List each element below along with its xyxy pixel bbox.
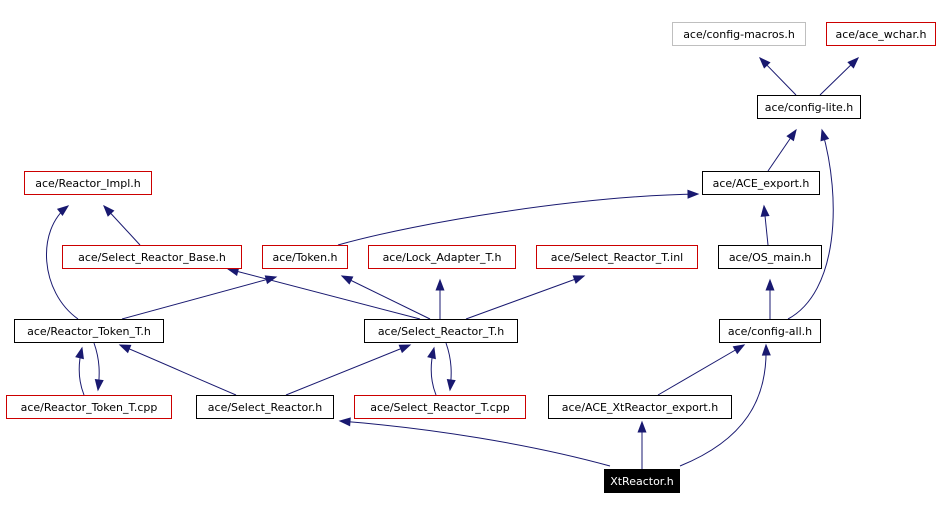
node-select-reactor-base-h[interactable]: ace/Select_Reactor_Base.h bbox=[62, 245, 242, 269]
edge-line bbox=[657, 344, 745, 396]
edge-select_reactor_t-to-select_reactor_base bbox=[226, 267, 421, 320]
node-label: ace/config-all.h bbox=[727, 324, 813, 338]
edge-arrowhead bbox=[75, 346, 84, 360]
node-select-reactor-t-cpp[interactable]: ace/Select_Reactor_T.cpp bbox=[354, 395, 526, 419]
edge-arrowhead bbox=[759, 56, 771, 69]
edge-arrowhead bbox=[56, 205, 70, 217]
edge-select_reactor_t-to-lock_adapter bbox=[435, 278, 445, 319]
edge-line bbox=[285, 344, 411, 396]
edge-config_all-to-os_main bbox=[765, 278, 775, 319]
edge-xtreactor-to-config_all bbox=[679, 343, 771, 467]
edge-reactor_token_t_cpp-to-reactor_token_t bbox=[75, 346, 85, 396]
edge-arrowhead bbox=[786, 128, 797, 142]
edge-config_all-to-config_lite bbox=[787, 128, 834, 320]
edge-xtreactor_export-to-config_all bbox=[657, 344, 746, 396]
node-label: ace/config-lite.h bbox=[764, 100, 854, 114]
edge-ace_export-to-config_lite bbox=[767, 128, 797, 172]
edge-arrowhead bbox=[847, 57, 860, 69]
edge-reactor_token_t-to-reactor_token_t_cpp bbox=[93, 342, 104, 392]
node-ace-export-h[interactable]: ace/ACE_export.h bbox=[702, 171, 820, 195]
node-select-reactor-t-inl[interactable]: ace/Select_Reactor_T.inl bbox=[536, 245, 698, 269]
edge-arrowhead bbox=[572, 275, 586, 284]
node-xtreactor-h: XtReactor.h bbox=[604, 469, 680, 493]
node-config-lite-h[interactable]: ace/config-lite.h bbox=[757, 95, 861, 119]
node-label: ace/Select_Reactor_T.inl bbox=[550, 250, 684, 264]
edge-arrowhead bbox=[103, 204, 115, 217]
edge-arrowhead bbox=[765, 278, 775, 291]
edge-arrowhead bbox=[761, 343, 771, 356]
edge-arrowhead bbox=[760, 204, 770, 217]
edge-arrowhead bbox=[427, 346, 436, 360]
node-label: XtReactor.h bbox=[610, 474, 674, 488]
edge-os_main-to-ace_export bbox=[760, 204, 770, 246]
node-label: ace/OS_main.h bbox=[728, 250, 812, 264]
node-label: ace/Select_Reactor_Base.h bbox=[78, 250, 226, 264]
edge-reactor_token_t-to-token bbox=[121, 275, 278, 320]
node-token-h[interactable]: ace/Token.h bbox=[262, 245, 348, 269]
node-config-all-h[interactable]: ace/config-all.h bbox=[719, 319, 821, 343]
edge-xtreactor-to-xtreactor_export bbox=[637, 420, 647, 469]
edge-line bbox=[341, 275, 431, 320]
edge-select_reactor_t_cpp-to-select_reactor_t bbox=[427, 346, 437, 396]
edge-line bbox=[465, 275, 585, 320]
edge-arrowhead bbox=[446, 379, 456, 392]
edge-line bbox=[679, 344, 767, 467]
edge-config_lite-to-ace_wchar bbox=[819, 57, 860, 96]
edge-select_reactor_t-to-select_reactor_t_inl bbox=[465, 275, 586, 320]
edge-select_reactor_base-to-reactor_impl bbox=[103, 204, 141, 246]
node-label: ace/ACE_XtReactor_export.h bbox=[561, 400, 719, 414]
edge-arrowhead bbox=[820, 128, 830, 142]
edge-line bbox=[339, 420, 611, 467]
edge-arrowhead bbox=[637, 420, 647, 433]
node-label: ace/ace_wchar.h bbox=[835, 27, 927, 41]
edge-line bbox=[46, 205, 79, 320]
node-select-reactor-h[interactable]: ace/Select_Reactor.h bbox=[196, 395, 334, 419]
edge-arrowhead bbox=[338, 417, 351, 427]
edge-arrowhead bbox=[398, 344, 412, 354]
node-label: ace/Select_Reactor_T.h bbox=[377, 324, 505, 338]
node-label: ace/Select_Reactor.h bbox=[207, 400, 323, 414]
edge-select_reactor_t-to-select_reactor_t_cpp bbox=[445, 342, 456, 392]
edge-xtreactor-to-select_reactor bbox=[338, 417, 611, 467]
edge-reactor_token_t-to-reactor_impl bbox=[46, 205, 79, 320]
edge-select_reactor-to-select_reactor_t bbox=[285, 344, 412, 396]
edge-arrowhead bbox=[732, 344, 746, 355]
edge-line bbox=[227, 268, 421, 320]
node-reactor-impl-h[interactable]: ace/Reactor_Impl.h bbox=[24, 171, 152, 195]
node-label: ace/ACE_export.h bbox=[712, 176, 810, 190]
node-config-macros-h[interactable]: ace/config-macros.h bbox=[672, 22, 806, 46]
edge-arrowhead bbox=[687, 189, 700, 199]
edge-token-to-ace_export bbox=[337, 189, 700, 246]
edge-line bbox=[787, 129, 834, 320]
node-label: ace/Reactor_Impl.h bbox=[35, 176, 141, 190]
edge-select_reactor_t-to-token bbox=[340, 275, 431, 320]
node-label: ace/config-macros.h bbox=[683, 27, 795, 41]
edge-line bbox=[337, 193, 699, 246]
node-label: ace/Reactor_Token_T.cpp bbox=[20, 400, 158, 414]
edge-arrowhead bbox=[435, 278, 445, 291]
edge-arrowhead bbox=[118, 344, 132, 354]
node-label: ace/Token.h bbox=[272, 250, 338, 264]
node-label: ace/Select_Reactor_T.cpp bbox=[370, 400, 510, 414]
edge-arrowhead bbox=[340, 275, 354, 285]
edge-select_reactor-to-reactor_token_t bbox=[118, 344, 237, 396]
node-ace-xtreactor-export-h[interactable]: ace/ACE_XtReactor_export.h bbox=[548, 395, 732, 419]
edge-line bbox=[119, 344, 237, 396]
node-select-reactor-t-h[interactable]: ace/Select_Reactor_T.h bbox=[364, 319, 518, 343]
edge-arrowhead bbox=[94, 379, 104, 392]
node-lock-adapter-t-h[interactable]: ace/Lock_Adapter_T.h bbox=[368, 245, 516, 269]
node-label: ace/Reactor_Token_T.h bbox=[27, 324, 151, 338]
node-reactor-token-t-h[interactable]: ace/Reactor_Token_T.h bbox=[14, 319, 164, 343]
node-os-main-h[interactable]: ace/OS_main.h bbox=[718, 245, 822, 269]
node-ace-wchar-h[interactable]: ace/ace_wchar.h bbox=[826, 22, 936, 46]
edge-line bbox=[121, 276, 277, 320]
edge-config_lite-to-config_macros bbox=[759, 56, 797, 96]
node-reactor-token-t-cpp[interactable]: ace/Reactor_Token_T.cpp bbox=[6, 395, 172, 419]
node-label: ace/Lock_Adapter_T.h bbox=[382, 250, 502, 264]
